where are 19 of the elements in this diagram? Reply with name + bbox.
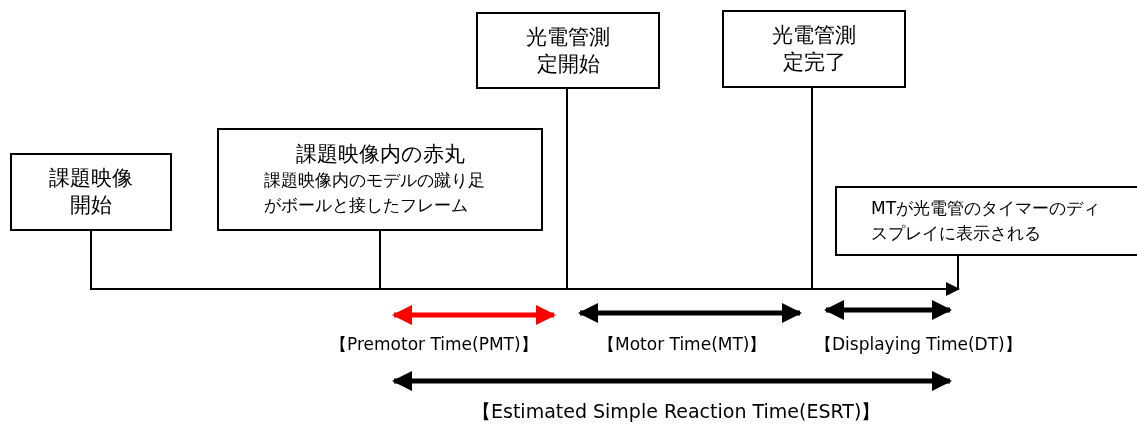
text-box [10,153,172,231]
timeline-arrow [90,230,960,296]
duration-label: 【Displaying Time(DT)】 [815,333,1022,356]
box-text: 光電管測定開始 [525,23,611,78]
duration-label: 【Premotor Time(PMT)】 [330,333,538,356]
duration-label: 【Motor Time(MT)】 [598,333,767,356]
text-box [722,10,906,88]
tick-line [566,88,568,290]
box-heading: 課題映像内の赤丸 [295,141,465,168]
box-text: MTが光電管のタイマーのディスプレイに表示される [871,197,1102,245]
box-text: 光電管測定完了 [771,22,857,76]
box-text: 課題映像開始 [48,165,134,219]
text-box [476,12,660,89]
text-box [835,186,1137,256]
box-text: 課題映像内のモデルの蹴り足がボールと接したフレーム [264,169,486,217]
text-box [217,128,543,231]
tick-line [379,230,381,290]
duration-label: 【Estimated Simple Reaction Time(ESRT)】 [472,399,881,424]
tick-line [811,87,813,290]
